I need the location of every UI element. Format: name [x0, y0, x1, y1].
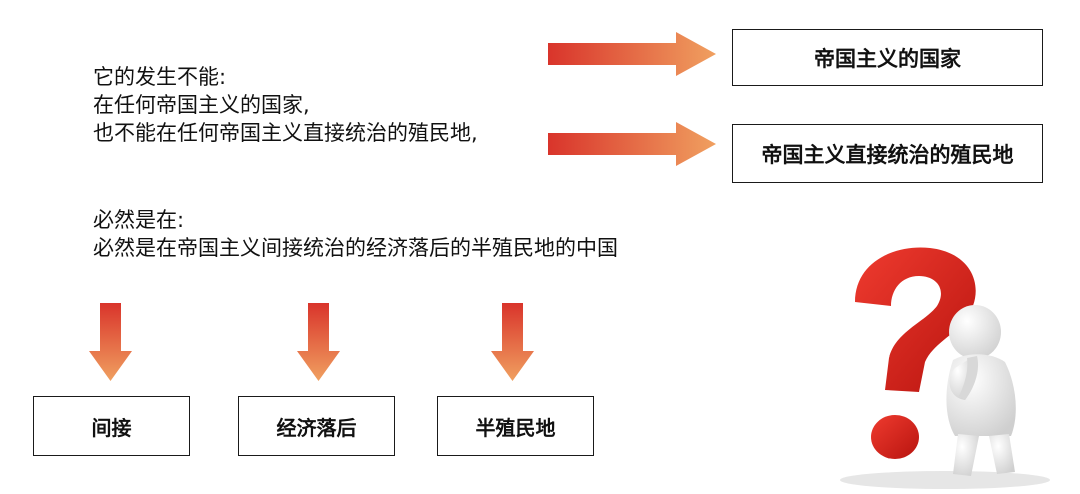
statement-line-2: 在任何帝国主义的国家,	[93, 93, 310, 117]
thinking-figure-question-mark-icon	[840, 247, 1050, 489]
conclusion-line-1: 必然是在:	[93, 208, 185, 232]
box-imperialist-country: 帝国主义的国家	[732, 29, 1043, 86]
right-arrow-icon	[548, 32, 716, 76]
box-direct-colony: 帝国主义直接统治的殖民地	[732, 124, 1043, 183]
statement-text: 它的发生不能: 在任何帝国主义的国家, 也不能在任何帝国主义直接统治的殖民地,	[93, 63, 478, 147]
down-arrow-icon	[297, 303, 340, 381]
statement-line-1: 它的发生不能:	[93, 65, 227, 89]
right-arrow-icon	[548, 122, 716, 166]
down-arrow-icon	[89, 303, 132, 381]
box-economically-backward: 经济落后	[238, 396, 395, 456]
conclusion-text: 必然是在: 必然是在帝国主义间接统治的经济落后的半殖民地的中国	[93, 206, 618, 262]
statement-line-3: 也不能在任何帝国主义直接统治的殖民地,	[93, 121, 478, 145]
conclusion-line-2: 必然是在帝国主义间接统治的经济落后的半殖民地的中国	[93, 236, 618, 260]
down-arrow-icon	[491, 303, 534, 381]
box-indirect: 间接	[33, 396, 190, 456]
box-semi-colony: 半殖民地	[437, 396, 594, 456]
